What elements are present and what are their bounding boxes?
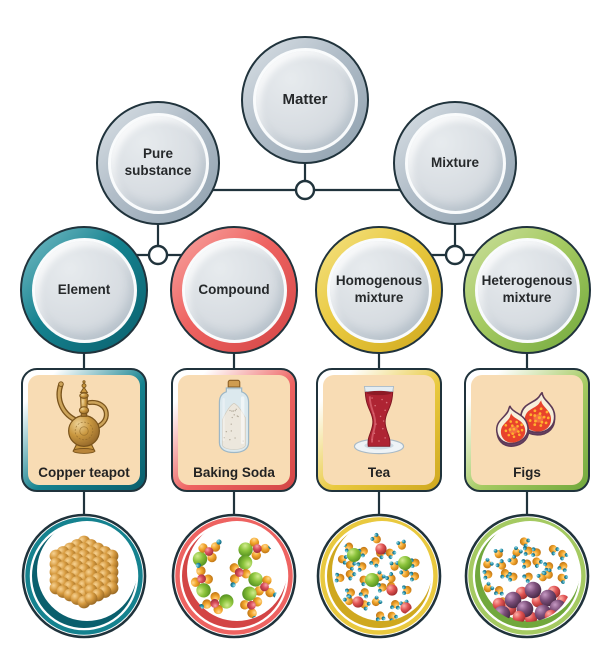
particle-view-heterogenous <box>464 513 590 639</box>
example-card-element: Copper teapot <box>21 368 147 492</box>
node-pure-substance: Pure substance <box>96 101 220 225</box>
junction-node <box>294 179 316 201</box>
particle-view-homogenous <box>316 513 442 639</box>
example-card-compound: Baking Soda <box>171 368 297 492</box>
node-inner: Pure substance <box>107 112 209 214</box>
particle-view-compound <box>171 513 297 639</box>
node-inner: Heterogenous mixture <box>474 237 580 343</box>
node-inner: Element <box>31 237 137 343</box>
fig-front <box>495 405 530 447</box>
node-inner: Compound <box>181 237 287 343</box>
card-inner: Baking Soda <box>178 375 290 485</box>
tea-glass-icon <box>353 385 405 455</box>
particle-view-element <box>21 513 147 639</box>
node-label: Compound <box>198 281 270 297</box>
node-compound: Compound <box>170 226 298 354</box>
card-inner: Figs <box>471 375 583 485</box>
node-label: Homogenous mixture <box>335 273 423 305</box>
node-element: Element <box>20 226 148 354</box>
node-inner: Matter <box>252 47 358 153</box>
powder-speckles <box>223 408 244 442</box>
example-label: Tea <box>367 465 391 480</box>
separated-clusters-graphic <box>482 537 570 622</box>
node-label: Matter <box>282 90 328 108</box>
node-label: Element <box>57 281 111 297</box>
node-heterogenous-mixture: Heterogenous mixture <box>463 226 591 354</box>
node-label: Pure substance <box>124 146 192 178</box>
junction-node <box>444 244 466 266</box>
fig-back <box>519 392 556 436</box>
copper-teapot-icon <box>56 380 109 454</box>
copper-atoms-cube-graphic <box>49 535 119 609</box>
example-label: Copper teapot <box>38 465 130 480</box>
card-inner: Copper teapot <box>28 375 140 485</box>
fig-seeds <box>504 420 524 439</box>
example-label: Figs <box>513 465 541 480</box>
identical-molecules-graphic <box>190 537 279 622</box>
node-label: Heterogenous mixture <box>481 273 573 305</box>
node-label: Mixture <box>430 154 479 170</box>
node-inner: Mixture <box>404 112 506 214</box>
junction-node <box>147 244 169 266</box>
uniform-mixture-graphic <box>334 532 420 622</box>
example-card-homogenous: Tea <box>316 368 442 492</box>
example-card-heterogenous: Figs <box>464 368 590 492</box>
node-inner: Homogenous mixture <box>326 237 432 343</box>
example-label: Baking Soda <box>193 465 275 480</box>
node-matter: Matter <box>241 36 369 164</box>
card-inner: Tea <box>323 375 435 485</box>
node-mixture: Mixture <box>393 101 517 225</box>
baking-soda-bottle-icon <box>218 379 250 454</box>
fig-seeds <box>528 407 550 427</box>
node-homogenous-mixture: Homogenous mixture <box>315 226 443 354</box>
figs-icon <box>495 392 556 447</box>
